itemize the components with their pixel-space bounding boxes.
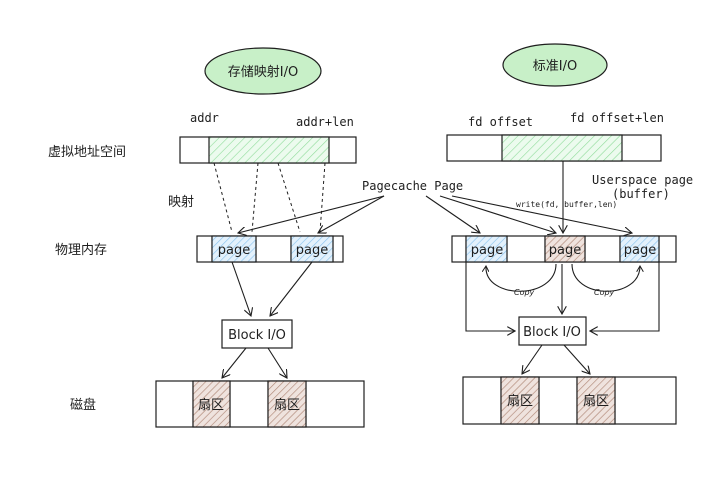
left-blockio-to-disk-arrows [222,347,287,378]
oval-standard-io-label: 标准I/O [533,59,577,74]
left-page-to-blockio-arrows [231,261,313,316]
pagecache-arrows [238,195,632,233]
right-page-1-label: page [471,243,503,258]
right-file-bar [446,134,662,162]
row-label-virtual: 虚拟地址空间 [48,145,126,160]
write-call-label: write(fd, buffer,len) [516,200,617,209]
right-block-io-label: Block I/O [523,325,581,340]
right-sector-1 [500,376,540,425]
row-label-disk: 磁盘 [70,397,96,413]
copy-arrows [486,263,640,292]
right-block-io [518,316,587,346]
left-block-io [221,319,293,349]
buffer-label: (buffer) [612,187,670,201]
oval-mmap-io-label: 存储映射I/O [228,64,298,80]
fd-offset-label: fd offset [468,115,533,129]
right-page-3 [619,235,660,263]
row-label-mapping: 映射 [168,194,194,210]
right-sector-1-label: 扇区 [507,393,533,409]
right-disk-bar [462,376,677,425]
right-sector-2-label: 扇区 [583,393,609,409]
left-page-1 [211,235,257,263]
left-sector-1-label: 扇区 [198,397,224,413]
right-page-2 [544,235,586,263]
copy-label-2: Copy [594,288,615,297]
right-page-3-label: page [624,243,656,258]
oval-mmap-io [204,47,322,95]
left-virtual-bar [179,136,357,164]
left-page-2-label: page [296,243,328,258]
row-label-physical: 物理内存 [55,242,107,258]
right-page-2-label: page [549,243,581,258]
left-sector-1 [192,380,231,428]
left-disk-bar [155,380,365,428]
oval-standard-io [502,43,608,87]
left-block-io-label: Block I/O [228,328,286,343]
right-page-1 [465,235,508,263]
addr-len-label: addr+len [296,115,354,129]
fd-offset-len-label: fd offset+len [570,111,664,125]
left-sector-2-label: 扇区 [274,397,300,413]
left-sector-2 [267,380,307,428]
right-blockio-connectors [465,262,660,331]
pagecache-label: Pagecache Page [362,179,463,193]
left-page-2 [290,235,334,263]
userspace-page-label: Userspace page [592,173,693,187]
mapping-dashed-lines [213,162,326,233]
copy-label-1: Copy [514,288,535,297]
right-blockio-to-disk-arrows [522,344,590,374]
left-page-1-label: page [218,243,250,258]
right-sector-2 [576,376,616,425]
addr-label: addr [190,111,219,125]
